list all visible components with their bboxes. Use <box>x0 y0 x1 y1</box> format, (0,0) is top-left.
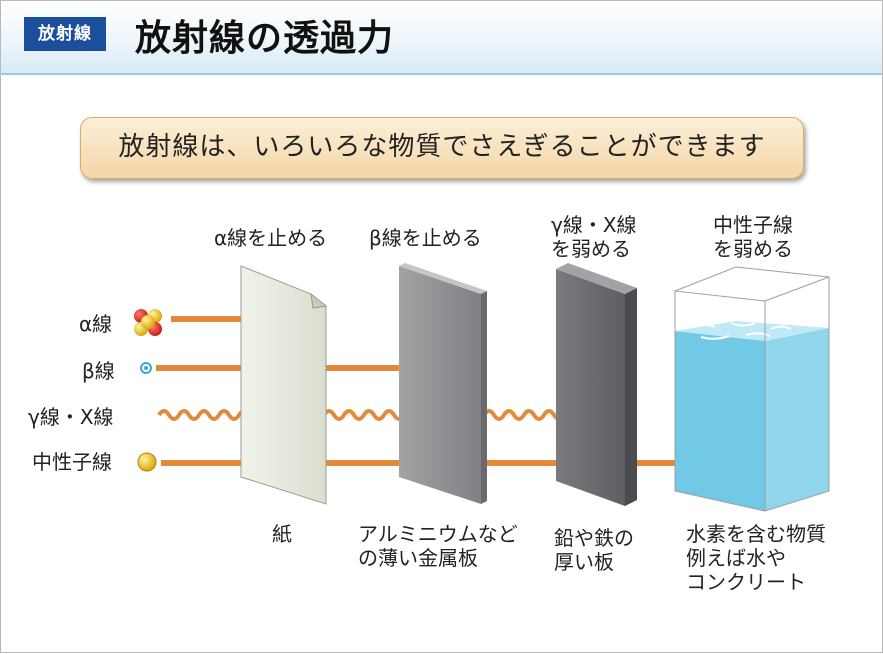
alpha-particle-icon <box>134 309 162 336</box>
paper-barrier <box>240 265 328 505</box>
page-title: 放射線の透過力 <box>135 18 395 59</box>
lead-effect-label: γ線・X線 を弱める <box>551 213 637 261</box>
header-bar: 放射線 放射線の透過力 <box>1 1 882 75</box>
neutron-particle-icon <box>137 452 157 472</box>
beta-ray-label: β線 <box>82 359 115 383</box>
paper-effect-label: α線を止める <box>214 226 328 250</box>
lead-barrier <box>556 263 637 506</box>
lead-material-label: 鉛や鉄の 厚い板 <box>554 526 634 574</box>
gamma-xray-label: γ線・X線 <box>28 405 114 429</box>
paper-material-label: 紙 <box>272 522 292 546</box>
aluminum-barrier <box>399 263 487 504</box>
neutron-ray-label: 中性子線 <box>32 450 112 474</box>
water-effect-label: 中性子線 を弱める <box>713 213 793 261</box>
gamma-xray-wave <box>157 405 585 425</box>
water-tank <box>674 266 830 512</box>
aluminum-effect-label: β線を止める <box>369 226 482 250</box>
water-material-label: 水素を含む物質 例えば水や コンクリート <box>686 522 826 594</box>
alpha-ray-label: α線 <box>79 312 113 336</box>
section-badge: 放射線 <box>24 17 106 51</box>
aluminum-material-label: アルミニウムなど の薄い金属板 <box>358 522 518 570</box>
summary-banner: 放射線は、いろいろな物質でさえぎることができます <box>80 117 804 179</box>
beta-particle-icon <box>140 362 152 374</box>
